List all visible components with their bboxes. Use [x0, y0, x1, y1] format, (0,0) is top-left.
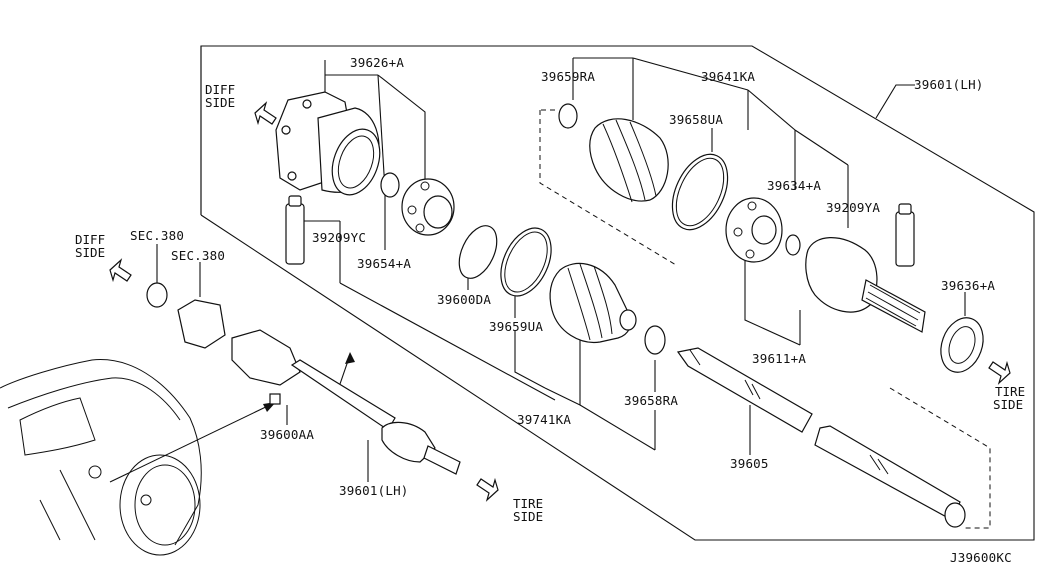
part-labels: 39626+A 39659RA 39641KA 39601(LH) 39658U…	[130, 55, 1012, 565]
assembled-driveshaft-icon	[146, 282, 461, 475]
label-39658RA: 39658RA	[624, 393, 678, 408]
outer-race-ball-icon	[725, 197, 783, 263]
tire-side-right-line2: SIDE	[993, 397, 1023, 412]
inner-joint-housing-icon	[275, 91, 381, 196]
side-labels: DIFF SIDE DIFF SIDE TIRE SIDE TIRE SIDE	[75, 82, 1025, 524]
tire-side-bottom-line1: TIRE	[513, 496, 543, 511]
label-39659RA: 39659RA	[541, 69, 595, 84]
label-39658UA: 39658UA	[669, 112, 723, 127]
diagram-code: J39600KC	[950, 550, 1012, 565]
outer-boot-band-icon	[671, 153, 729, 231]
dust-seal-icon	[940, 317, 984, 373]
label-39601LH-bottom: 39601(LH)	[339, 483, 409, 498]
direction-arrows	[109, 101, 1011, 502]
label-39654A: 39654+A	[357, 256, 411, 271]
assembly-frame	[200, 45, 1035, 541]
diff-side-top-line1: DIFF	[205, 82, 235, 97]
tire-side-bottom-line2: SIDE	[513, 509, 543, 524]
label-sec380-b: SEC.380	[171, 248, 225, 263]
tire-side-right-line1: TIRE	[995, 384, 1025, 399]
diff-side-top-line2: SIDE	[205, 95, 235, 110]
dashed-subassembly-outlines	[539, 109, 991, 529]
snap-ring-icon	[380, 172, 400, 198]
grease-tube-left-icon	[285, 195, 305, 265]
leader-lines	[156, 57, 966, 482]
inner-boot-icon	[549, 262, 637, 344]
label-39605: 39605	[730, 456, 769, 471]
label-sec380-a: SEC.380	[130, 228, 184, 243]
label-39741KA: 39741KA	[517, 412, 571, 427]
diff-side-left-line2: SIDE	[75, 245, 105, 260]
outer-boot-icon	[558, 103, 669, 203]
label-39641KA: 39641KA	[701, 69, 755, 84]
label-39659UA: 39659UA	[489, 319, 543, 334]
label-39634A: 39634+A	[767, 178, 821, 193]
label-39600DA: 39600DA	[437, 292, 491, 307]
circlip-icon	[785, 234, 801, 256]
inner-race-icon	[401, 178, 455, 236]
label-39209YC: 39209YC	[312, 230, 366, 245]
shaft-icon	[676, 347, 966, 528]
label-39601LH-top: 39601(LH)	[914, 77, 984, 92]
diff-side-left-line1: DIFF	[75, 232, 105, 247]
label-39209YA: 39209YA	[826, 200, 880, 215]
boot-band-small-icon	[458, 225, 498, 279]
grease-tube-right-icon	[895, 203, 915, 267]
small-boot-band-icon	[644, 325, 666, 355]
label-39611A: 39611+A	[752, 351, 806, 366]
boot-band-large-icon	[500, 227, 552, 297]
label-39626A: 39626+A	[350, 55, 404, 70]
vehicle-silhouette-icon	[0, 359, 202, 556]
outer-joint-icon	[805, 237, 926, 333]
label-39636A: 39636+A	[941, 278, 995, 293]
label-39600AA: 39600AA	[260, 427, 314, 442]
